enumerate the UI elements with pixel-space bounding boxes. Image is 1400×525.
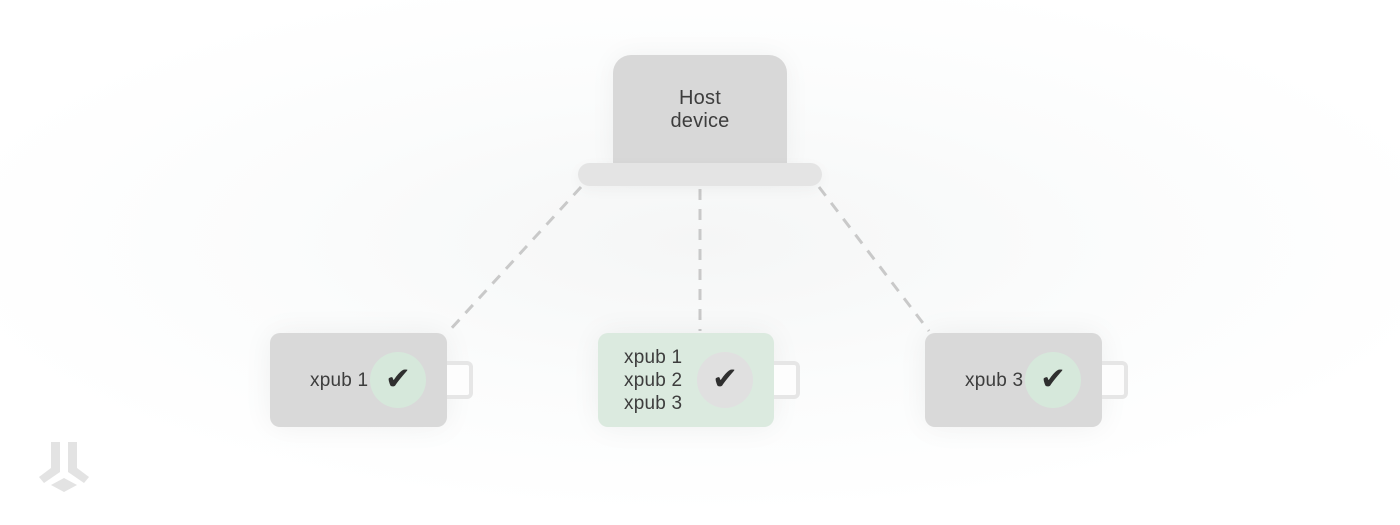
host-device-label-line2: device bbox=[670, 110, 730, 132]
hardware-wallet-1: xpub 1 ✔ bbox=[270, 333, 473, 427]
wallet-1-check-badge: ✔ bbox=[370, 352, 426, 408]
host-device-label-line1: Host bbox=[679, 87, 721, 109]
wallet-3-label: xpub 3 bbox=[965, 369, 1024, 391]
wallet-2-label-2: xpub 2 bbox=[624, 369, 683, 391]
host-laptop-base bbox=[578, 163, 822, 186]
wallet-3-check-badge: ✔ bbox=[1025, 352, 1081, 408]
usb-connector-icon bbox=[447, 361, 473, 399]
logo-diamond bbox=[51, 478, 77, 492]
check-icon: ✔ bbox=[385, 360, 411, 397]
wallet-1-labels: xpub 1 bbox=[310, 369, 368, 392]
check-icon: ✔ bbox=[712, 360, 738, 397]
wallet-2-label-1: xpub 1 bbox=[624, 346, 683, 368]
usb-connector-icon bbox=[774, 361, 800, 399]
wallet-1-label: xpub 1 bbox=[310, 369, 369, 391]
wallet-2-labels: xpub 1 xpub 2 xpub 3 bbox=[624, 346, 682, 415]
logo-left-prong bbox=[39, 442, 60, 483]
connection-line-left bbox=[447, 185, 583, 333]
usb-connector-icon bbox=[1102, 361, 1128, 399]
host-laptop-screen bbox=[613, 55, 787, 171]
connection-line-right bbox=[817, 186, 931, 332]
wallet-2-label-3: xpub 3 bbox=[624, 392, 683, 414]
hardware-wallet-2: xpub 1 xpub 2 xpub 3 ✔ bbox=[598, 333, 800, 427]
logo-right-prong bbox=[68, 442, 89, 483]
wallet-2-check-badge: ✔ bbox=[697, 352, 753, 408]
host-device-label: Host device bbox=[613, 87, 787, 133]
unchained-logo-icon bbox=[39, 442, 89, 492]
check-icon: ✔ bbox=[1040, 360, 1066, 397]
hardware-wallet-3: xpub 3 ✔ bbox=[925, 333, 1128, 427]
wallet-3-labels: xpub 3 bbox=[965, 369, 1023, 392]
